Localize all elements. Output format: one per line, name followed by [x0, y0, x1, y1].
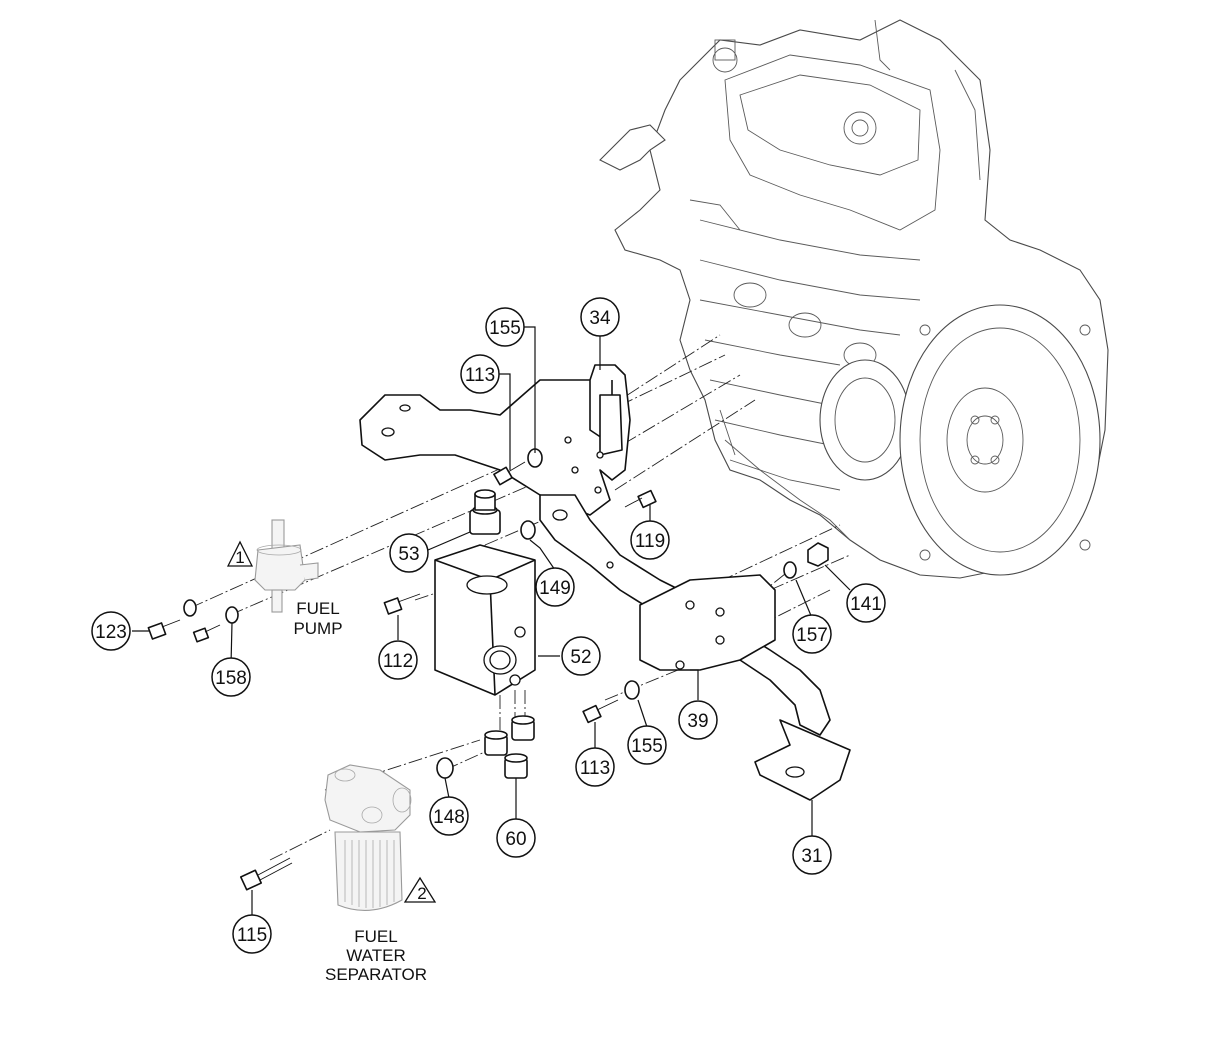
filter-element-pleats [344, 840, 395, 908]
note-1-text: 1 [235, 548, 244, 567]
note-2-text: 2 [417, 884, 426, 903]
bolt-123 [147, 619, 181, 640]
callout-c113b: 113 [575, 747, 615, 787]
callout-c53: 53 [389, 533, 429, 573]
callout-circle [389, 533, 429, 573]
callout-circle [91, 611, 131, 651]
callout-c52: 52 [561, 636, 601, 676]
callout-circle [429, 796, 469, 836]
fasteners [147, 448, 829, 891]
note-triangle-1: 1 [226, 540, 254, 567]
callout-c31: 31 [792, 835, 832, 875]
callout-c113a: 113 [460, 354, 500, 394]
callout-number: 141 [850, 594, 882, 615]
callout-circle [561, 636, 601, 676]
fws-label-line-3: SEPARATOR [325, 965, 427, 984]
callout-number: 119 [635, 531, 665, 552]
callout-c148: 148 [429, 796, 469, 836]
fws-label-line-2: WATER [346, 946, 406, 965]
callout-number: 60 [505, 829, 526, 850]
bolt-113-upper [493, 461, 526, 486]
bolt-119 [624, 489, 657, 509]
callout-bubbles: 155 34 113 119 53 149 141 157 123 158 112 52 39 113 15… [91, 297, 886, 954]
callout-circle [678, 700, 718, 740]
callout-c123: 123 [91, 611, 131, 651]
fitting-53 [469, 489, 501, 535]
spacer-148 [436, 757, 454, 779]
washer-158 [225, 606, 239, 624]
callout-c34: 34 [580, 297, 620, 337]
bolt-113-lower [582, 699, 619, 724]
callout-circle [846, 583, 886, 623]
fuel-water-separator [324, 764, 412, 911]
callout-circle [232, 914, 272, 954]
fittings-60 [484, 715, 535, 779]
fws-label-line-1: FUEL [354, 927, 397, 946]
callout-c155b: 155 [627, 725, 667, 765]
callout-circle [575, 747, 615, 787]
callout-number: 149 [539, 578, 571, 599]
bolt-115 [239, 857, 293, 891]
callout-circle [496, 818, 536, 858]
callout-c115: 115 [232, 914, 272, 954]
fuel-pump [254, 519, 319, 613]
note-triangle-2: 2 [403, 876, 437, 903]
nut-141 [807, 542, 829, 567]
callout-c155a: 155 [485, 307, 525, 347]
fuel-pump-label-line-2: PUMP [293, 619, 342, 638]
engine-assembly [599, 19, 1109, 579]
callout-number: 31 [801, 846, 822, 867]
callout-number: 112 [383, 651, 413, 672]
leader-lines [132, 326, 851, 916]
callout-circle [792, 835, 832, 875]
callout-number: 148 [433, 807, 465, 828]
callout-circle [630, 520, 670, 560]
callout-c158: 158 [211, 657, 251, 697]
callout-number: 115 [237, 925, 267, 946]
callout-circle [378, 640, 418, 680]
callout-circle [627, 725, 667, 765]
callout-c157: 157 [792, 614, 832, 654]
callout-number: 113 [580, 758, 610, 779]
callout-c60: 60 [496, 818, 536, 858]
callout-circle [535, 567, 575, 607]
callout-number: 155 [489, 318, 521, 339]
callout-c119: 119 [630, 520, 670, 560]
callout-number: 155 [631, 736, 663, 757]
fuel-pump-label-line-1: FUEL [296, 599, 339, 618]
callout-circle [485, 307, 525, 347]
callout-number: 158 [215, 668, 247, 689]
washer-155-lower [624, 680, 640, 700]
bolt-112 [383, 593, 421, 615]
callout-c149: 149 [535, 567, 575, 607]
callout-c39: 39 [678, 700, 718, 740]
bolt-158-screw [192, 624, 221, 643]
callout-circle [792, 614, 832, 654]
washer-158b [183, 599, 197, 617]
washer-149 [520, 520, 536, 540]
callout-c112: 112 [378, 640, 418, 680]
filter-head-block-52 [434, 544, 536, 696]
label-fuel-water-separator: FUEL WATER SEPARATOR [325, 927, 427, 984]
bracket-34 [359, 364, 631, 516]
label-fuel-pump: FUEL PUMP [293, 599, 342, 638]
callout-number: 157 [796, 625, 828, 646]
washer-157 [783, 561, 797, 579]
callout-circle [580, 297, 620, 337]
callout-number: 52 [570, 647, 591, 668]
callout-circle [460, 354, 500, 394]
callout-number: 39 [687, 711, 708, 732]
callout-number: 123 [95, 622, 127, 643]
callout-number: 53 [398, 544, 419, 565]
callout-number: 113 [465, 365, 495, 386]
bracket-39 [639, 574, 776, 671]
callout-c141: 141 [846, 583, 886, 623]
callout-circle [211, 657, 251, 697]
callout-number: 34 [589, 308, 611, 329]
